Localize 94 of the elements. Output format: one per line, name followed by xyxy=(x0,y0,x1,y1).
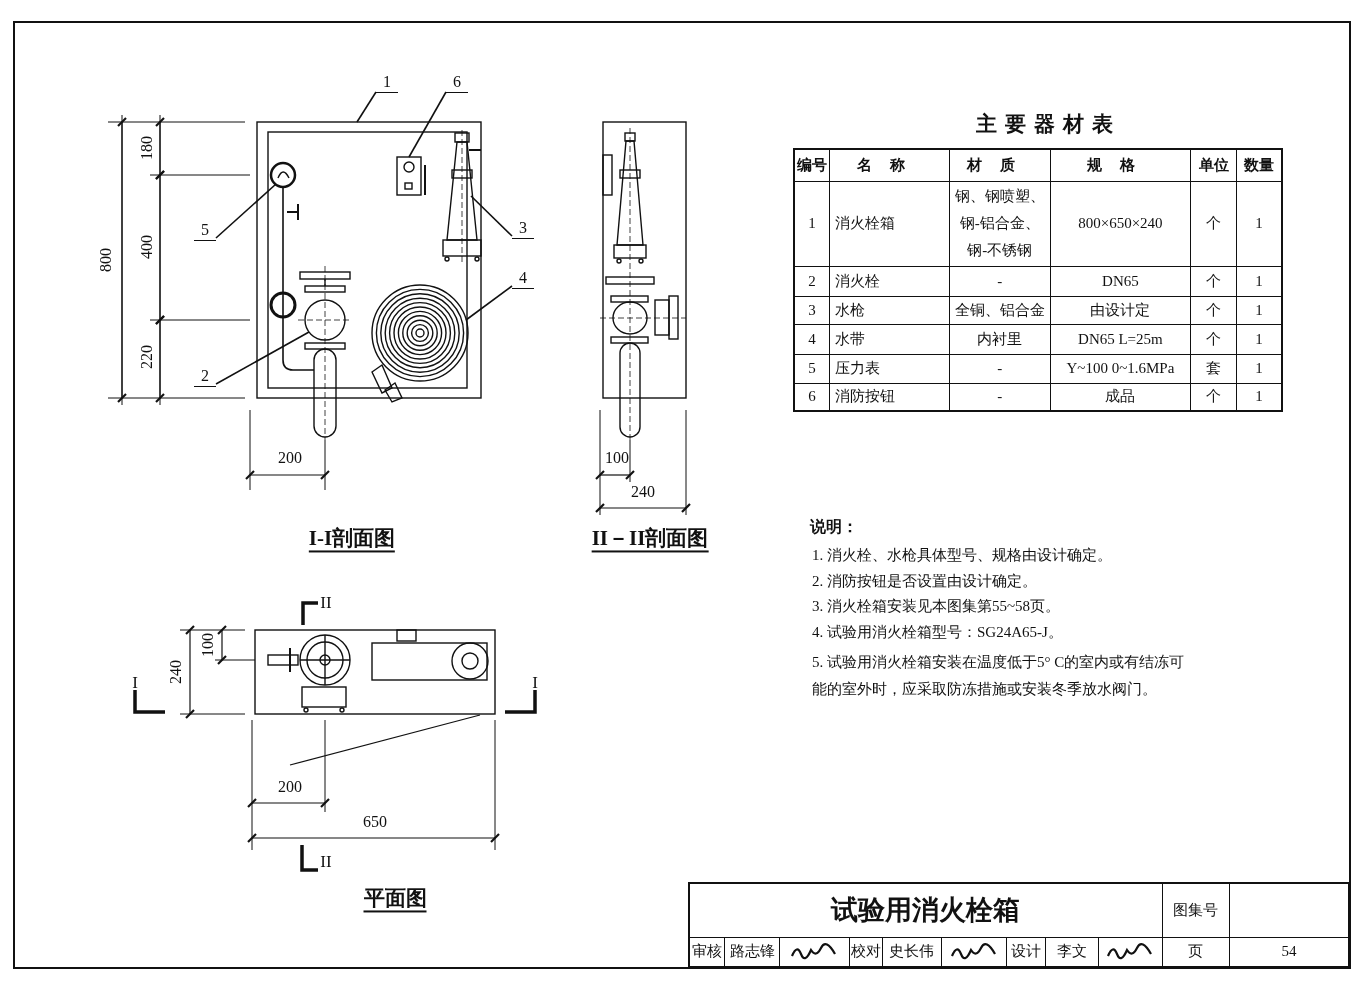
cell-text: - xyxy=(997,272,1003,289)
cell-text: 页 xyxy=(1188,943,1204,960)
dimension-text: 400 xyxy=(138,235,156,259)
cell-text: 1 xyxy=(1255,215,1263,231)
dimension-text: 100 xyxy=(605,449,629,467)
cell-text: 1 xyxy=(808,215,816,231)
hose-reel-drawing xyxy=(371,284,469,403)
note-text: 1. 消火栓、水枪具体型号、规格由设计确定。 xyxy=(812,547,1112,564)
cell-text: 审核 xyxy=(692,943,723,960)
cell-text: DN65 xyxy=(1102,272,1139,289)
alarm-button-drawing xyxy=(396,156,426,196)
section-letter: II xyxy=(320,852,332,872)
dimension-text: 220 xyxy=(138,345,156,369)
leader-line xyxy=(215,331,310,385)
callout-number: 5 xyxy=(194,220,216,241)
cell-text: 1 xyxy=(1255,330,1263,347)
dimension-text: 800 xyxy=(97,248,115,272)
table-title: 主要器材表 xyxy=(975,113,1121,137)
cell-text: 内衬里 xyxy=(977,330,1023,347)
note-text: 3. 消火栓箱安装见本图集第55~58页。 xyxy=(812,598,1061,615)
cell-text: 2 xyxy=(808,272,816,289)
pressure-gauge-drawing xyxy=(269,161,297,189)
header-text: 单位 xyxy=(1198,156,1229,173)
header-text: 名称 xyxy=(856,156,923,173)
cell-text: 800×650×240 xyxy=(1078,215,1163,231)
callout-number: 3 xyxy=(512,218,534,239)
cell-text: 个 xyxy=(1206,272,1222,289)
cell-text: 1 xyxy=(1255,272,1263,289)
cell-text: 54 xyxy=(1281,943,1297,960)
leader-line xyxy=(408,91,447,158)
view-title: I-I剖面图 xyxy=(308,527,396,553)
cell-text: 6 xyxy=(808,388,816,405)
callout-number: 2 xyxy=(194,366,216,387)
cell-text: 1 xyxy=(1255,360,1263,376)
cell-text: 个 xyxy=(1206,301,1222,318)
cell-text: 1 xyxy=(1255,388,1263,405)
header-text: 数量 xyxy=(1244,156,1275,173)
cell-text: 3 xyxy=(808,301,816,318)
leader-line xyxy=(465,285,513,321)
cell-text: 水枪 xyxy=(834,301,866,318)
drawing-title: 试验用消火栓箱 xyxy=(831,894,1021,926)
cell-text: 套 xyxy=(1206,360,1222,376)
cell-text: 压力表 xyxy=(834,360,881,376)
note-text: 2. 消防按钮是否设置由设计确定。 xyxy=(812,572,1037,589)
cell-text: 校对 xyxy=(850,943,881,960)
cell-text: 4 xyxy=(808,330,816,347)
cell-text: 钢、钢喷塑、钢-铝合金、钢-不锈钢 xyxy=(953,187,1046,260)
cell-text: Y~100 0~1.6MPa xyxy=(1066,360,1175,376)
header-text: 编号 xyxy=(797,156,828,173)
note-text: 4. 试验用消火栓箱型号：SG24A65-J。 xyxy=(812,623,1063,640)
note-text: 5. 试验用消火栓箱安装在温度低于5° C的室内或有结冻可能的室外时，应采取防冻措施或安装冬季放水阀门。 xyxy=(812,653,1186,699)
callout-number: 1 xyxy=(376,72,398,93)
view-title: II－II剖面图 xyxy=(591,527,709,553)
cell-text: 消火栓 xyxy=(834,272,881,289)
dimension-text: 240 xyxy=(167,660,185,684)
cell-text: - xyxy=(997,360,1003,376)
dimension-text: 200 xyxy=(278,778,302,796)
cell-text: 全铜、铝合金 xyxy=(954,301,1045,318)
leader-line xyxy=(215,183,277,239)
cell-text: 个 xyxy=(1206,215,1222,231)
cell-text: 李文 xyxy=(1056,943,1087,960)
cell-text: 个 xyxy=(1206,330,1222,347)
cell-text: 设计 xyxy=(1010,943,1041,960)
cell-text: 1 xyxy=(1255,301,1263,318)
cell-text: 5 xyxy=(808,360,816,376)
cell-text: 成品 xyxy=(1105,388,1136,405)
cabinet-outline xyxy=(256,121,482,403)
dimension-text: 650 xyxy=(363,813,387,831)
notes-heading: 说明： xyxy=(810,518,858,536)
cell-text: 路志锋 xyxy=(729,943,775,960)
header-text: 规格 xyxy=(1087,156,1154,173)
section-letter: I xyxy=(532,673,538,693)
cell-text: 水带 xyxy=(834,330,866,347)
callout-number: 4 xyxy=(512,268,534,289)
cell-text: 消防按钮 xyxy=(834,388,896,405)
cell-text: 个 xyxy=(1206,388,1222,405)
cell-text: 消火栓箱 xyxy=(834,215,896,231)
section-letter: I xyxy=(132,673,138,693)
cell-text: - xyxy=(997,388,1003,405)
cell-text: DN65 L=25m xyxy=(1078,330,1163,347)
view-title: 平面图 xyxy=(363,887,427,913)
dimension-text: 200 xyxy=(278,449,302,467)
leader-line xyxy=(470,195,513,237)
section-letter: II xyxy=(320,593,332,613)
cell-text: 图集号 xyxy=(1173,901,1219,918)
header-text: 材质 xyxy=(966,156,1033,173)
dimension-text: 240 xyxy=(631,483,655,501)
hydrant-valve-drawing xyxy=(297,265,353,441)
callout-number: 6 xyxy=(446,72,468,93)
leader-line xyxy=(356,91,377,123)
cell-text: 史长伟 xyxy=(889,943,935,960)
dimension-text: 180 xyxy=(138,136,156,160)
dimension-text: 100 xyxy=(199,633,217,657)
cell-text: 由设计定 xyxy=(1090,301,1151,318)
